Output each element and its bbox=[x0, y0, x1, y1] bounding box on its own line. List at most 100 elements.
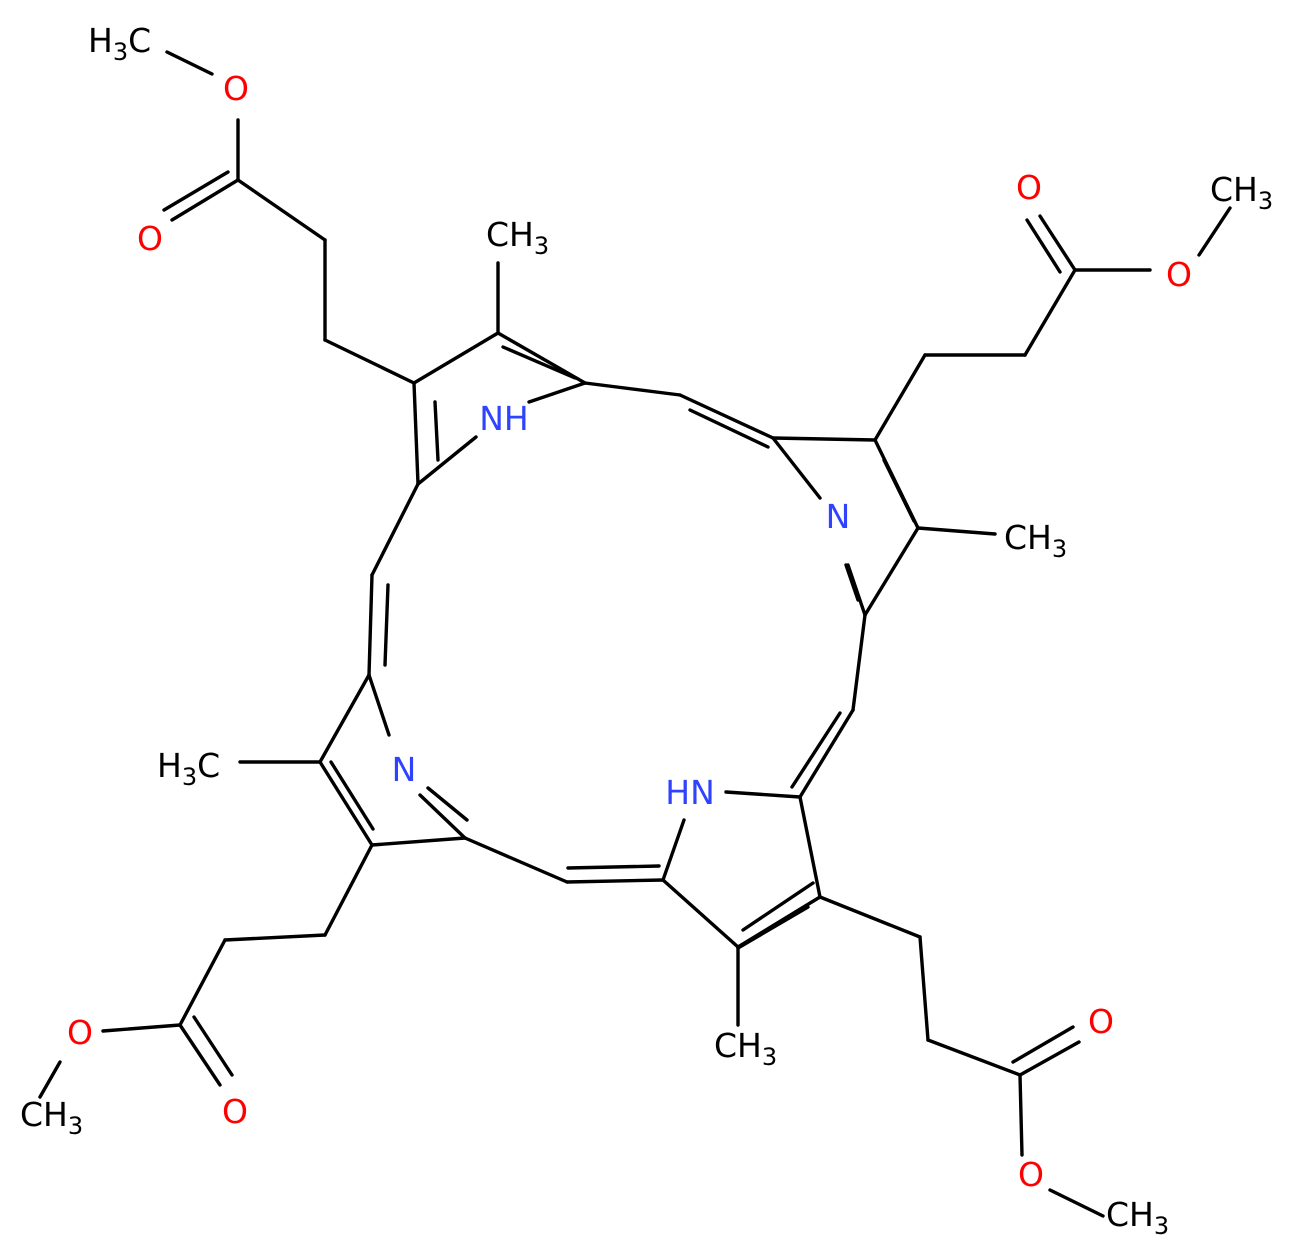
bond-line bbox=[916, 526, 997, 536]
bond-line bbox=[736, 905, 810, 950]
bond-line bbox=[433, 400, 440, 462]
oxygen-label: O bbox=[67, 1013, 93, 1052]
bond-line bbox=[38, 1060, 62, 1099]
bond-line bbox=[370, 836, 467, 847]
bond-line bbox=[178, 938, 227, 1027]
methyl-label-right: CH3 bbox=[1004, 518, 1067, 563]
bond-line bbox=[383, 583, 390, 667]
bond-line bbox=[412, 331, 500, 385]
methyl-label-text: CH bbox=[1210, 170, 1258, 209]
bond-line bbox=[367, 673, 391, 737]
bond-line bbox=[1048, 1188, 1105, 1218]
methyl-label-text: H bbox=[88, 21, 113, 60]
bond-line bbox=[416, 435, 478, 486]
oxygen-label: O bbox=[1166, 255, 1192, 294]
methyl-label-subscript: 3 bbox=[1154, 1212, 1169, 1240]
ester-methyl-label-bottom-right: CH3 bbox=[1106, 1195, 1169, 1240]
bond-line bbox=[329, 760, 375, 831]
oxygen-label: O bbox=[223, 69, 249, 108]
methyl-label-text: C bbox=[128, 21, 151, 60]
bond-line bbox=[527, 381, 587, 404]
bond-line bbox=[426, 786, 469, 822]
oxygen-label: O bbox=[137, 219, 163, 258]
bond-line bbox=[863, 526, 920, 617]
bond-line bbox=[165, 50, 214, 76]
bond-line bbox=[678, 393, 775, 440]
methyl-label-subscript: 3 bbox=[534, 232, 549, 260]
bond-lines bbox=[38, 50, 1232, 1218]
bond-line bbox=[1025, 218, 1062, 274]
bond-line bbox=[846, 563, 867, 617]
atom-label-n-left: N bbox=[392, 750, 417, 789]
bond-line bbox=[688, 408, 770, 449]
bond-line bbox=[412, 381, 420, 486]
bond-line bbox=[724, 790, 802, 799]
ester-methyl-label-top-left: H3C bbox=[88, 21, 151, 66]
bond-line bbox=[790, 711, 842, 789]
methyl-label-text: CH bbox=[1106, 1195, 1154, 1234]
atom-label-nh-bottom: HN bbox=[665, 773, 715, 812]
oxygen-label: O bbox=[1016, 168, 1042, 207]
bond-line bbox=[583, 381, 682, 397]
methyl-label-subscript: 3 bbox=[68, 1112, 83, 1140]
bond-line bbox=[170, 178, 240, 222]
bond-line bbox=[565, 878, 665, 884]
bond-line bbox=[236, 178, 327, 242]
methyl-label-text: CH bbox=[1004, 518, 1052, 557]
bond-line bbox=[661, 878, 740, 949]
methyl-label-subscript: 3 bbox=[182, 763, 197, 791]
methyl-label-left: H3C bbox=[157, 746, 220, 791]
bond-line bbox=[1023, 268, 1077, 357]
bond-line bbox=[798, 708, 855, 799]
methyl-label-text: CH bbox=[714, 1026, 762, 1065]
bond-line bbox=[918, 935, 930, 1042]
bond-line bbox=[1038, 214, 1077, 272]
bond-line bbox=[192, 1015, 234, 1077]
methyl-label-text: H bbox=[157, 746, 182, 785]
methyl-label-text: C bbox=[197, 746, 220, 785]
bond-line bbox=[323, 338, 416, 385]
bond-line bbox=[318, 673, 371, 764]
bond-line bbox=[771, 436, 877, 442]
bond-line bbox=[1197, 206, 1232, 257]
bond-line bbox=[851, 613, 867, 712]
ester-methyl-label-top-right: CH3 bbox=[1210, 170, 1273, 215]
bond-line bbox=[771, 436, 822, 500]
atom-label-nh-top: NH bbox=[479, 399, 529, 438]
bond-line bbox=[162, 170, 230, 212]
methyl-label-bottom: CH3 bbox=[714, 1026, 777, 1071]
bond-line bbox=[844, 563, 860, 602]
bond-line bbox=[882, 458, 916, 523]
bond-line bbox=[323, 843, 374, 937]
methyl-label-subscript: 3 bbox=[1052, 535, 1067, 563]
bond-line bbox=[178, 1023, 222, 1087]
bond-line bbox=[418, 793, 467, 840]
methyl-label-subscript: 3 bbox=[1258, 187, 1273, 215]
bond-line bbox=[463, 836, 569, 884]
methyl-label-text: CH bbox=[486, 215, 534, 254]
methyl-label-text: CH bbox=[20, 1095, 68, 1134]
bond-line bbox=[223, 933, 327, 942]
bond-line bbox=[370, 482, 420, 577]
oxygen-label: O bbox=[1088, 1002, 1114, 1041]
oxygen-label: O bbox=[1018, 1155, 1044, 1194]
bond-line bbox=[818, 895, 922, 939]
bond-line bbox=[367, 573, 374, 677]
bond-line bbox=[661, 818, 686, 882]
bond-line bbox=[101, 1023, 182, 1033]
methyl-label-subscript: 3 bbox=[762, 1043, 777, 1071]
bond-line bbox=[741, 881, 815, 932]
methyl-label-top: CH3 bbox=[486, 215, 549, 260]
bond-line bbox=[926, 1038, 1022, 1077]
bond-line bbox=[798, 795, 822, 899]
bond-line bbox=[1018, 1040, 1081, 1077]
bond-line bbox=[1018, 1073, 1024, 1157]
ester-methyl-label-bottom-left: CH3 bbox=[20, 1095, 83, 1140]
bond-line bbox=[501, 345, 577, 380]
bond-line bbox=[318, 760, 374, 847]
bond-line bbox=[566, 864, 661, 870]
methyl-label-subscript: 3 bbox=[113, 38, 128, 66]
atom-label-n-right: N bbox=[826, 497, 851, 536]
bond-line bbox=[873, 353, 927, 442]
